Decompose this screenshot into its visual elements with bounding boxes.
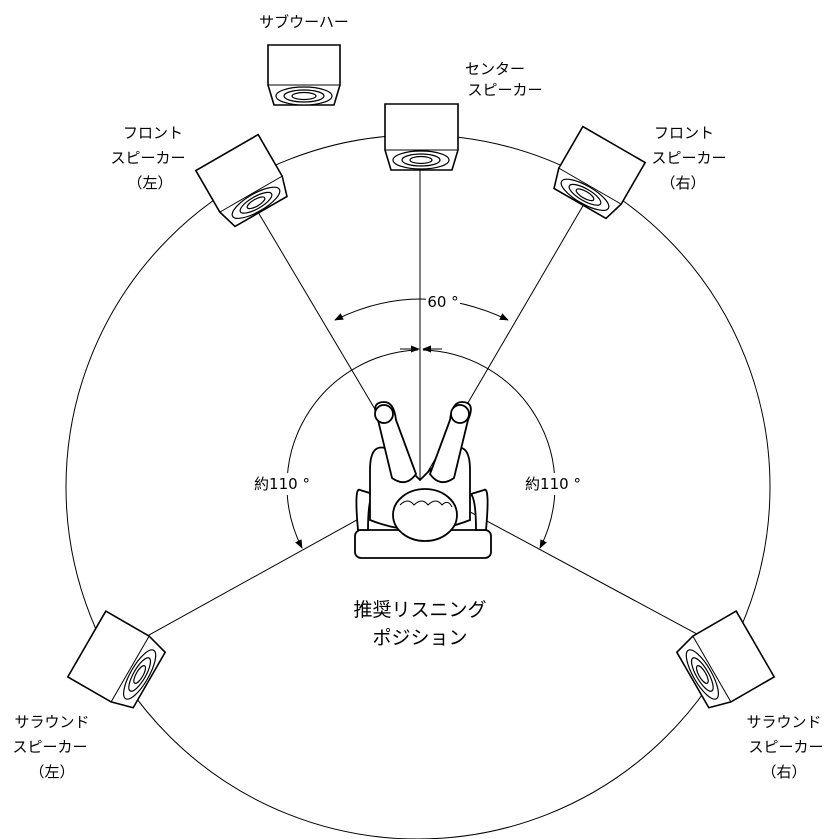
angle-110-left-bg bbox=[246, 473, 318, 495]
front-left-speaker bbox=[194, 133, 288, 228]
surround-left-speaker bbox=[66, 609, 167, 709]
surround-left-label-line1: サラウンド bbox=[14, 713, 89, 731]
center-speaker bbox=[384, 103, 459, 171]
angle-60-bg bbox=[426, 292, 460, 312]
surround-left-label-line3: （左） bbox=[29, 763, 74, 781]
surround-right-label-line3: （右） bbox=[761, 763, 806, 781]
angle-110-right-bg bbox=[517, 473, 589, 495]
front-right-label-line2: スピーカー bbox=[651, 149, 726, 167]
arc-60 bbox=[334, 298, 509, 321]
center-label-line2: スピーカー bbox=[467, 81, 542, 99]
listener-figure bbox=[354, 401, 492, 559]
surround-right-label-line2: スピーカー bbox=[748, 738, 823, 756]
surround-right-speaker bbox=[675, 609, 776, 709]
front-right-label-line3: （右） bbox=[660, 174, 705, 192]
front-right-speaker bbox=[553, 125, 647, 220]
arc-110-left bbox=[286, 349, 419, 549]
angle-110-right-label: 約110 ° bbox=[525, 475, 581, 493]
subwoofer bbox=[267, 44, 341, 106]
front-right-label-line1: フロント bbox=[654, 124, 714, 142]
angle-110-left-label: 約110 ° bbox=[254, 475, 310, 493]
center-label-line1: センター bbox=[465, 60, 525, 78]
angle-60-label: 60 ° bbox=[427, 293, 458, 311]
front-left-label-line2: スピーカー bbox=[110, 149, 185, 167]
front-left-label-line3: （左） bbox=[127, 174, 172, 192]
surround-left-label-line2: スピーカー bbox=[12, 738, 87, 756]
arc-110-right bbox=[422, 349, 556, 549]
front-left-label-line1: フロント bbox=[123, 124, 183, 142]
listening-position-label-line1: 推奨リスニング bbox=[353, 599, 486, 621]
subwoofer-label: サブウーハー bbox=[259, 13, 349, 31]
surround-right-label-line1: サラウンド bbox=[746, 713, 821, 731]
listening-position-label-line2: ポジション bbox=[372, 627, 467, 649]
